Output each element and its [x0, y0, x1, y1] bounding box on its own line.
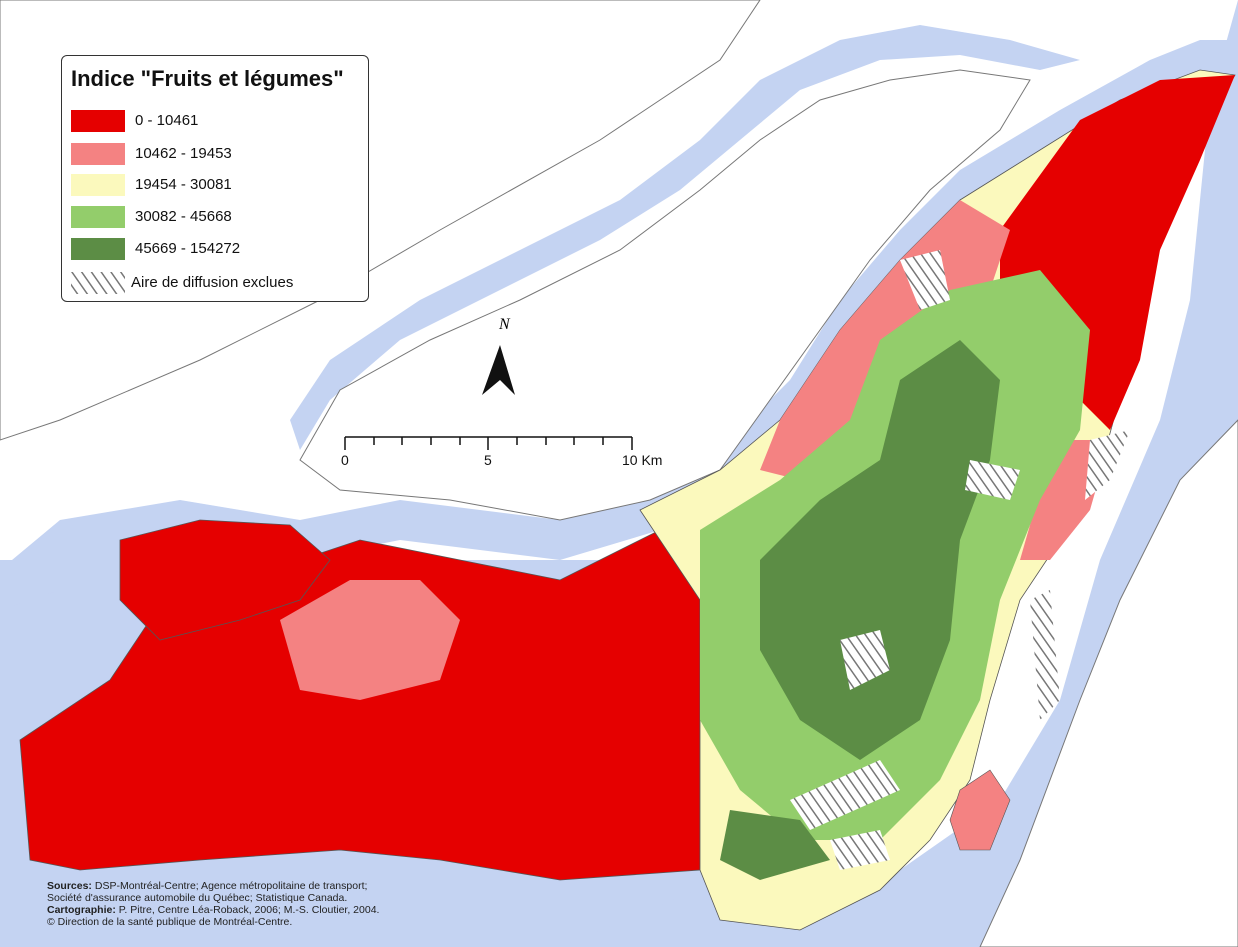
scale-bar — [344, 436, 633, 450]
legend-swatch — [71, 206, 125, 228]
scale-label-0: 0 — [341, 452, 349, 468]
legend-label: 45669 - 154272 — [135, 240, 241, 257]
map-credits: Sources: DSP-Montréal-Centre; Agence mét… — [47, 880, 379, 928]
sources-text: DSP-Montréal-Centre; Agence métropolitai… — [91, 880, 368, 892]
copyright-text: © Direction de la santé publique de Mont… — [47, 916, 293, 928]
legend-label: Aire de diffusion exclues — [131, 274, 294, 291]
legend-label: 10462 - 19453 — [135, 145, 232, 162]
ile-bizard — [119, 519, 331, 641]
north-arrow — [482, 345, 515, 395]
cartography-text: P. Pitre, Centre Léa-Roback, 2006; M.-S.… — [115, 904, 380, 916]
legend-label: 30082 - 45668 — [135, 208, 232, 225]
legend-title: Indice "Fruits et légumes" — [71, 66, 344, 91]
cartography-label: Cartographie: — [47, 904, 116, 916]
sources-label: Sources: — [47, 880, 92, 892]
scale-label-10: 10 Km — [622, 452, 663, 468]
legend-label: 0 - 10461 — [135, 112, 199, 129]
legend-label: 19454 - 30081 — [135, 176, 232, 193]
legend-swatch — [71, 143, 125, 165]
saint-lawrence-river — [560, 0, 1238, 947]
hatch-swatch — [71, 272, 125, 294]
north-label: N — [499, 316, 510, 333]
legend-swatch — [71, 238, 125, 260]
map-legend: Indice "Fruits et légumes" 0 - 10461 104… — [61, 55, 369, 302]
scale-label-5: 5 — [484, 452, 492, 468]
sources-text-2: Société d'assurance automobile du Québec… — [47, 892, 348, 904]
legend-swatch — [71, 174, 125, 196]
legend-swatch — [71, 110, 125, 132]
montreal-island — [19, 69, 1236, 931]
